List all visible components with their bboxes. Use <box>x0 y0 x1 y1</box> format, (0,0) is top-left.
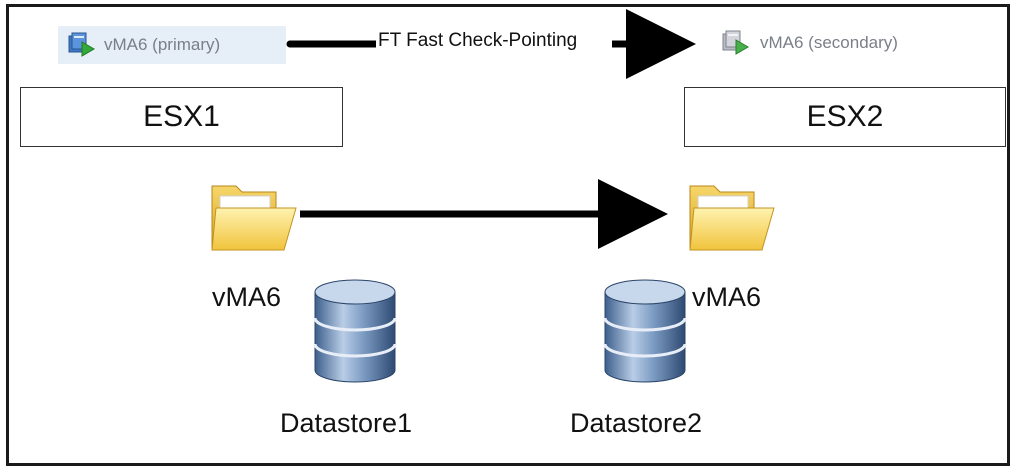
host-esx2: ESX2 <box>684 87 1006 147</box>
database-icon <box>310 276 400 386</box>
host-esx1-label: ESX1 <box>143 100 220 133</box>
ft-check-pointing-label: FT Fast Check-Pointing <box>376 30 580 52</box>
vm-running-icon <box>64 30 98 60</box>
diagram-frame <box>6 4 1010 466</box>
folder-icon <box>684 174 780 254</box>
datastore2-label: Datastore2 <box>570 408 703 438</box>
folder-label-esx1: vMA6 <box>212 282 282 312</box>
folder-icon <box>206 174 302 254</box>
database-icon <box>600 276 690 386</box>
host-esx1: ESX1 <box>20 87 343 147</box>
folder-label-esx2: vMA6 <box>692 282 762 312</box>
primary-vm[interactable]: vMA6 (primary) <box>58 26 286 64</box>
secondary-vm-label: vMA6 (secondary) <box>760 33 898 52</box>
secondary-vm[interactable]: vMA6 (secondary) <box>712 24 898 62</box>
vm-running-icon <box>718 28 752 58</box>
primary-vm-label: vMA6 (primary) <box>104 35 221 54</box>
host-esx2-label: ESX2 <box>806 100 884 133</box>
datastore1-label: Datastore1 <box>280 408 413 438</box>
